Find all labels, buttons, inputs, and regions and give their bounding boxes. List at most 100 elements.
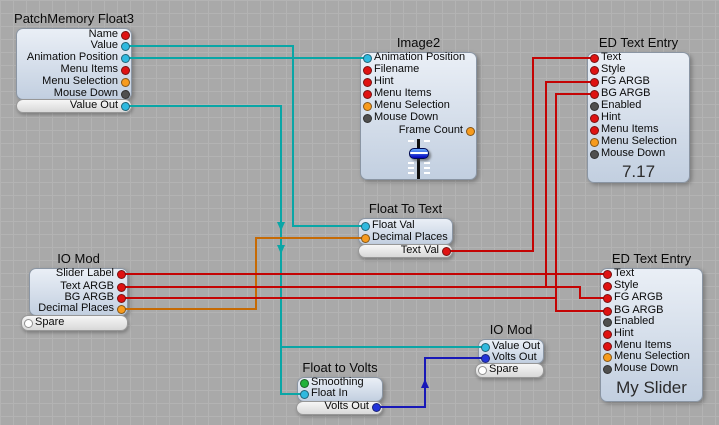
port-ed-text-entry-bottom-menu-items[interactable] [603,342,612,351]
wire-voltsout-to-iomod-voltsout[interactable] [376,357,485,408]
port-ed-text-entry-bottom-fg-argb[interactable] [603,294,612,303]
slider-tick-icon [408,172,414,174]
port-label-image2-filename: Filename [374,63,420,75]
slider-tick-icon [424,140,430,142]
port-patchmemory-float3-value[interactable] [121,42,130,51]
port-io-mod-left-decimal-places[interactable] [117,305,126,314]
port-label-patchmemory-float3-value: Value [90,39,118,51]
port-label-ed-text-entry-top-style: Style [601,63,626,75]
port-patchmemory-float3-name[interactable] [121,31,130,40]
port-patchmemory-float3-mouse-down[interactable] [121,90,130,99]
port-label-ed-text-entry-bottom-enabled: Enabled [614,315,655,327]
port-ed-text-entry-top-style[interactable] [590,66,599,75]
port-ed-text-entry-bottom-style[interactable] [603,282,612,291]
port-label-patchmemory-float3-value-out: Value Out [69,99,118,111]
node-title-image2: Image2 [396,35,441,50]
port-image2-hint[interactable] [363,78,372,87]
port-label-patchmemory-float3-mouse-down: Mouse Down [53,87,118,99]
port-image2-menu-selection[interactable] [363,102,372,111]
port-ed-text-entry-top-hint[interactable] [590,114,599,123]
port-label-image2-menu-items: Menu Items [374,87,432,99]
port-label-ed-text-entry-top-mouse-down: Mouse Down [601,147,666,159]
port-io-mod-bottom-volts-out[interactable] [481,354,490,363]
port-label-ed-text-entry-top-menu-items: Menu Items [601,123,659,135]
port-label-io-mod-left-slider-label: Slider Label [55,267,114,279]
port-label-io-mod-bottom-volts-out: Volts Out [492,351,537,363]
port-image2-menu-items[interactable] [363,90,372,99]
node-title-io-mod-bottom: IO Mod [489,322,533,337]
port-ed-text-entry-bottom-text[interactable] [603,270,612,279]
port-label-image2-hint: Hint [374,75,394,87]
port-ed-text-entry-top-menu-selection[interactable] [590,138,599,147]
port-ed-text-entry-top-enabled[interactable] [590,102,599,111]
port-io-mod-bottom-spare[interactable] [478,366,487,375]
port-float-to-text-text-val[interactable] [442,247,451,256]
node-float-to-volts-strip[interactable] [296,401,383,415]
wire-textargb-to-fg-bottom[interactable] [121,286,607,299]
node-title-ed-text-entry-top: ED Text Entry [598,35,679,50]
port-label-ed-text-entry-bottom-hint: Hint [614,327,634,339]
port-float-to-text-decimal-places[interactable] [361,234,370,243]
node-ed-text-entry-top-value: 7.17 [621,162,656,181]
port-io-mod-left-text-argb[interactable] [117,283,126,292]
port-patchmemory-float3-value-out[interactable] [121,102,130,111]
port-label-float-to-volts-smoothing: Smoothing [311,376,364,388]
port-ed-text-entry-bottom-menu-selection[interactable] [603,353,612,362]
node-ed-text-entry-top[interactable] [587,52,690,183]
port-float-to-volts-smoothing[interactable] [300,379,309,388]
port-float-to-text-float-val[interactable] [361,222,370,231]
port-label-ed-text-entry-top-menu-selection: Menu Selection [601,135,677,147]
port-label-io-mod-left-decimal-places: Decimal Places [38,302,114,314]
port-float-to-volts-float-in[interactable] [300,390,309,399]
wire-arrow-up-icon [421,379,429,388]
wire-value-to-floatval[interactable] [125,45,365,227]
port-patchmemory-float3-menu-selection[interactable] [121,78,130,87]
port-float-to-volts-volts-out[interactable] [372,403,381,412]
node-title-float-to-text: Float To Text [368,201,443,216]
port-label-patchmemory-float3-menu-items: Menu Items [60,63,118,75]
port-patchmemory-float3-animation-position[interactable] [121,54,130,63]
wire-bgargb-to-bg-bottom[interactable] [121,297,607,312]
node-ed-text-entry-bottom[interactable] [600,268,703,402]
port-ed-text-entry-top-mouse-down[interactable] [590,150,599,159]
port-ed-text-entry-top-bg-argb[interactable] [590,90,599,99]
port-ed-text-entry-bottom-mouse-down[interactable] [603,365,612,374]
port-io-mod-left-spare[interactable] [24,319,33,328]
port-image2-filename[interactable] [363,66,372,75]
port-ed-text-entry-top-text[interactable] [590,54,599,63]
port-label-ed-text-entry-bottom-style: Style [614,279,639,291]
slider-image-icon [417,139,420,179]
port-io-mod-bottom-value-out[interactable] [481,343,490,352]
port-ed-text-entry-bottom-hint[interactable] [603,330,612,339]
port-label-float-to-text-text-val: Text Val [400,244,439,256]
port-image2-mouse-down[interactable] [363,114,372,123]
port-ed-text-entry-bottom-bg-argb[interactable] [603,307,612,316]
slider-tick-icon [408,167,414,169]
port-label-io-mod-left-spare: Spare [35,316,65,328]
node-patchmemory-float3[interactable] [16,28,132,100]
port-io-mod-left-bg-argb[interactable] [117,294,126,303]
port-label-patchmemory-float3-name: Name [88,28,118,40]
port-ed-text-entry-bottom-enabled[interactable] [603,318,612,327]
port-image2-animation-position[interactable] [363,54,372,63]
wire-decimalplaces-to-floattotext[interactable] [121,237,365,310]
port-image2-frame-count[interactable] [466,127,475,136]
slider-tick-icon [424,167,430,169]
wire-valueout-to-floatin[interactable] [280,106,304,395]
port-label-ed-text-entry-top-bg-argb: BG ARGB [601,87,651,99]
port-label-image2-mouse-down: Mouse Down [374,111,439,123]
port-ed-text-entry-top-fg-argb[interactable] [590,78,599,87]
port-label-float-to-volts-volts-out: Volts Out [324,400,369,412]
port-label-ed-text-entry-top-hint: Hint [601,111,621,123]
port-label-ed-text-entry-bottom-mouse-down: Mouse Down [614,362,679,374]
port-label-ed-text-entry-bottom-fg-argb: FG ARGB [614,291,663,303]
port-label-ed-text-entry-top-fg-argb: FG ARGB [601,75,650,87]
port-io-mod-left-slider-label[interactable] [117,270,126,279]
port-label-ed-text-entry-top-text: Text [601,51,622,63]
port-patchmemory-float3-menu-items[interactable] [121,66,130,75]
port-ed-text-entry-top-menu-items[interactable] [590,126,599,135]
port-label-ed-text-entry-bottom-text: Text [614,267,635,279]
port-label-ed-text-entry-bottom-bg-argb: BG ARGB [614,304,664,316]
port-label-io-mod-bottom-spare: Spare [489,363,519,375]
